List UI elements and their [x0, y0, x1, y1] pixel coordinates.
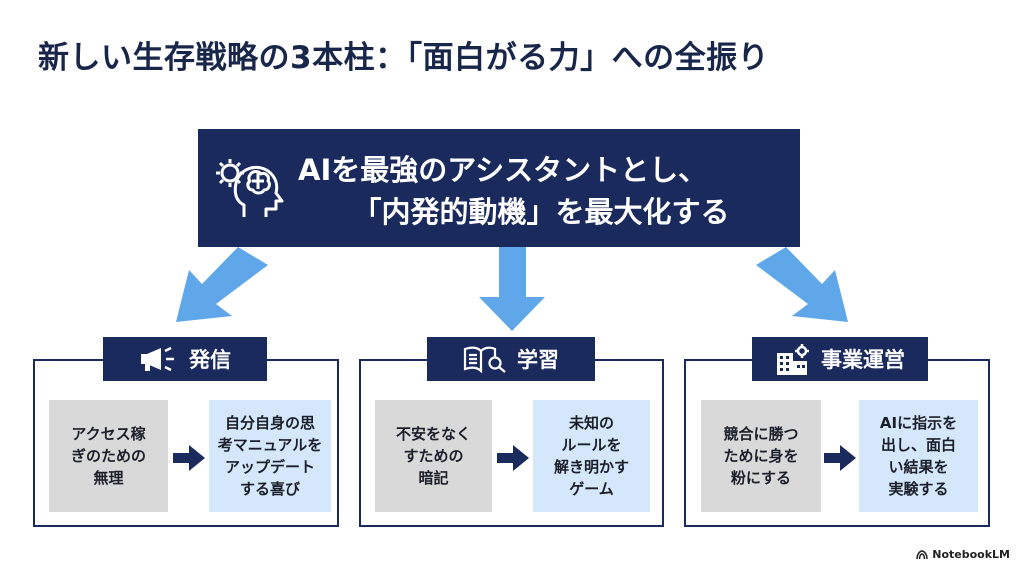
from-card: アクセス稼 ぎのための 無理 [49, 400, 168, 512]
from-card: 不安をなく すための 暗記 [375, 400, 492, 512]
hero-box: AIを最強のアシスタントとし、 「内発的動機」を最大化する [198, 129, 800, 247]
page-title: 新しい生存戦略の3本柱：「面白がる力」への全振り [38, 40, 770, 76]
megaphone-icon [141, 346, 174, 372]
notebooklm-logo: NotebookLM [916, 548, 1010, 561]
logo-text: NotebookLM [932, 548, 1010, 561]
notebooklm-icon [916, 549, 928, 559]
pillar-label-gakushu: 学習 [427, 337, 595, 381]
pillar-box-jigyou: 競合に勝つ ために身を 粉にする AIに指示を 出し、面白 い結果を 実験する [684, 359, 990, 527]
book-magnifier-icon [463, 346, 506, 373]
arrow-right [756, 247, 848, 322]
to-card: AIに指示を 出し、面白 い結果を 実験する [859, 400, 978, 512]
from-card: 競合に勝つ ために身を 粉にする [701, 400, 821, 512]
pillar-label-text: 事業運営 [821, 348, 905, 372]
building-gear-icon [777, 344, 809, 375]
pillar-label-jigyou: 事業運営 [752, 337, 928, 381]
arrow-left [176, 247, 268, 322]
hero-text: AIを最強のアシスタントとし、 「内発的動機」を最大化する [290, 149, 792, 233]
pillar-box-hasshin: アクセス稼 ぎのための 無理 自分自身の思 考マニュアルを アップデート する喜… [33, 359, 339, 527]
hero-line-2: 「内発的動機」を最大化する [352, 195, 730, 229]
hero-line-1: AIを最強のアシスタントとし、 [298, 153, 708, 187]
right-arrow-icon [824, 445, 856, 471]
pillar-label-hasshin: 発信 [103, 337, 267, 381]
pillar-box-gakushu: 不安をなく すための 暗記 未知の ルールを 解き明かす ゲーム [359, 359, 664, 527]
pillar-label-text: 発信 [189, 348, 231, 372]
right-arrow-icon [497, 445, 529, 471]
right-arrow-icon [173, 445, 205, 471]
to-card: 未知の ルールを 解き明かす ゲーム [533, 400, 650, 512]
to-card: 自分自身の思 考マニュアルを アップデート する喜び [209, 400, 331, 512]
pillar-label-text: 学習 [517, 348, 559, 372]
gear-brain-head-icon [216, 159, 284, 217]
arrow-center [479, 247, 545, 331]
